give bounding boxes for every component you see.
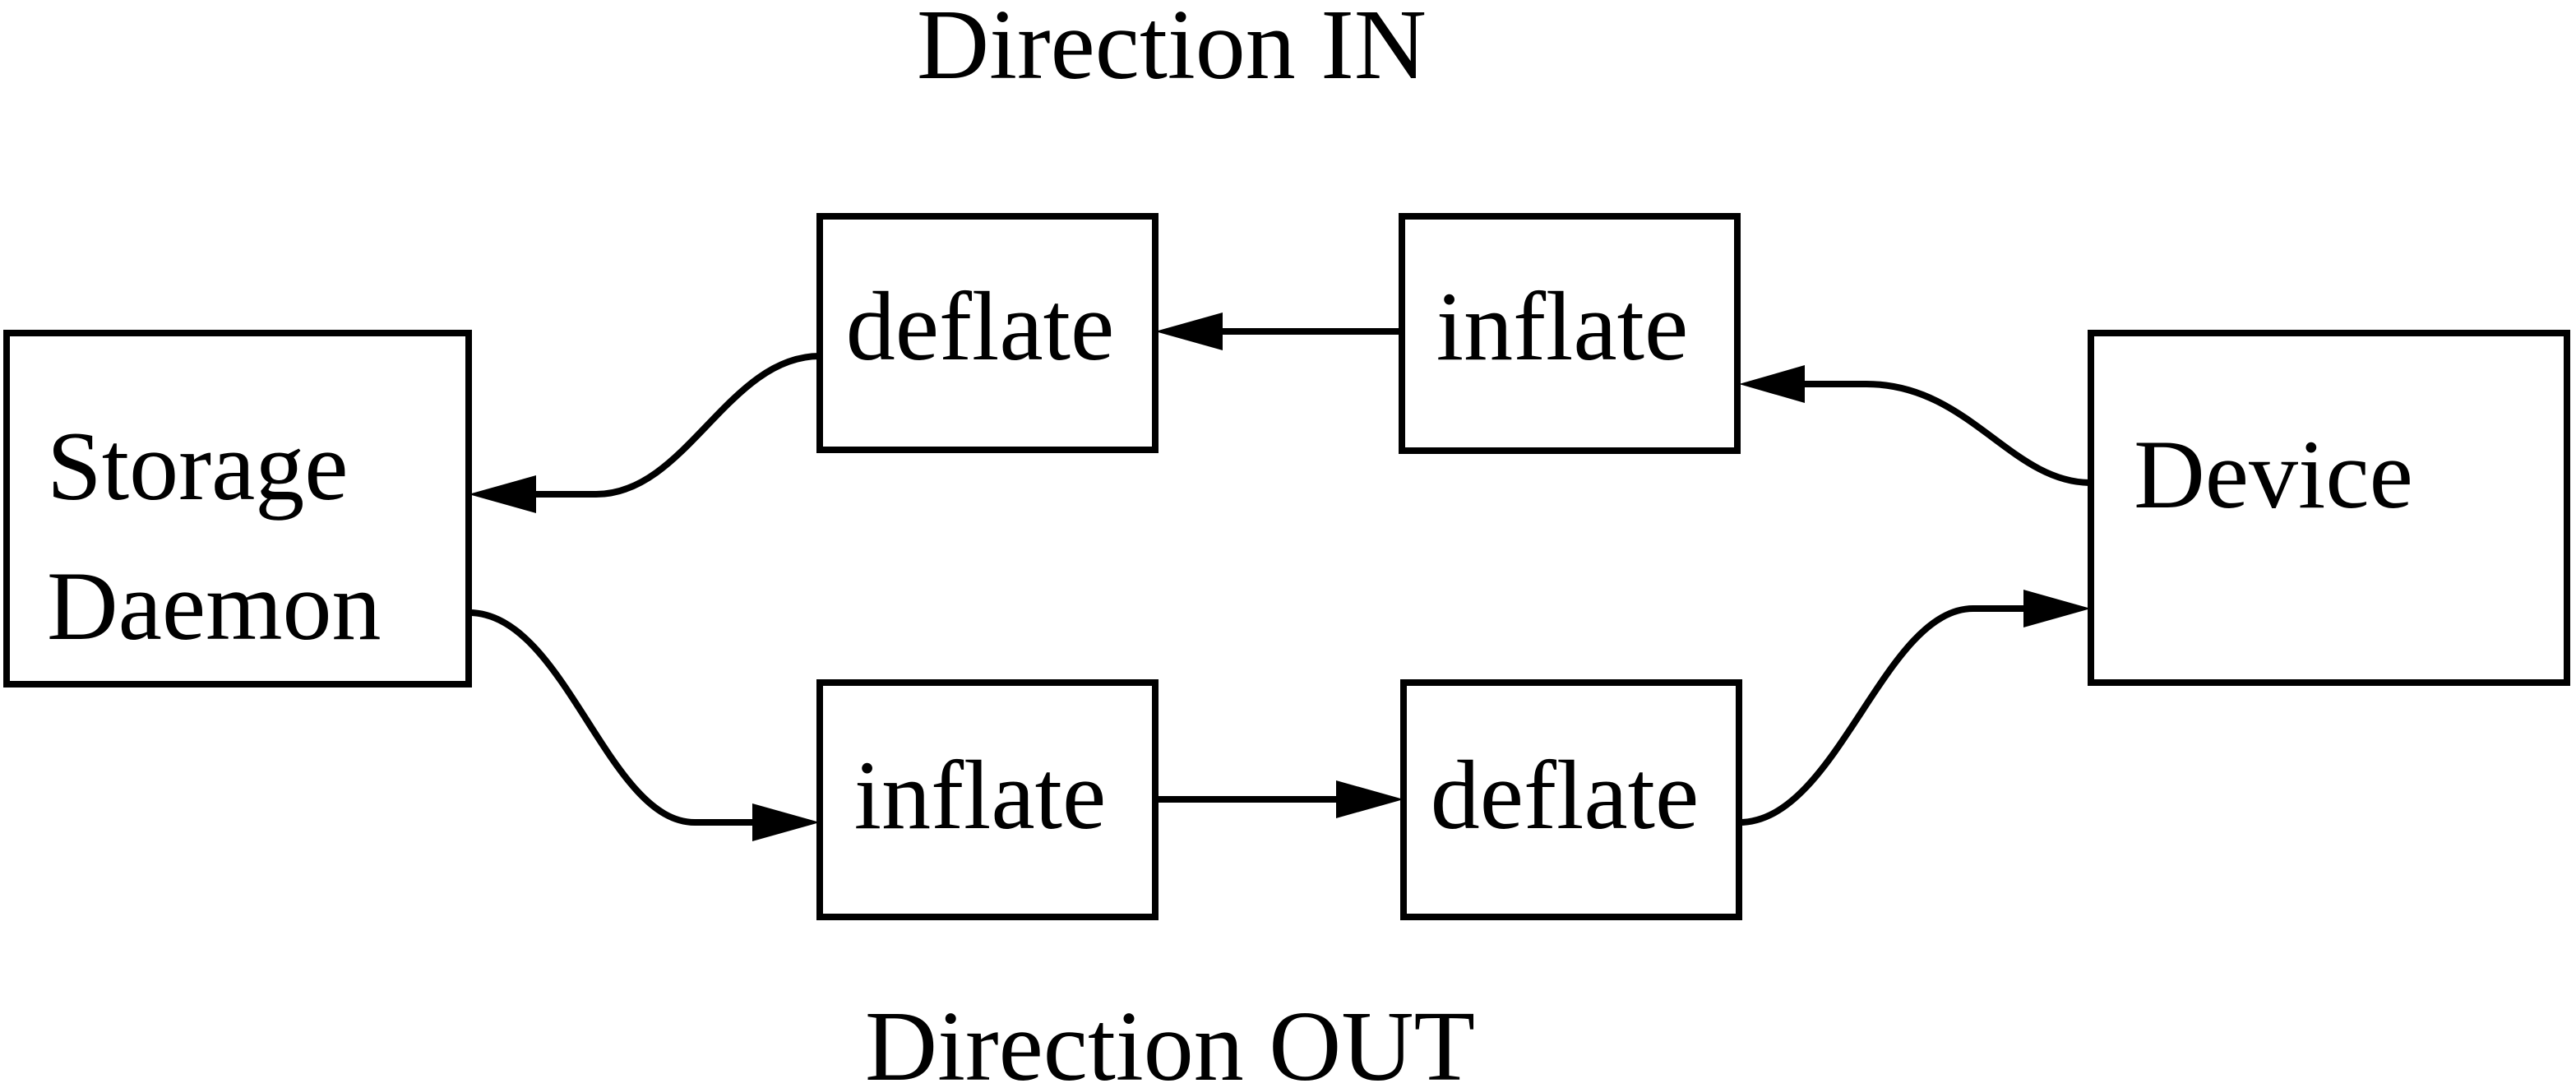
device-box bbox=[2088, 330, 2570, 686]
edge-inflate-out-to-deflate-out bbox=[1155, 780, 1404, 818]
arrowhead-into-inflate-out-icon bbox=[752, 803, 820, 841]
inflate-in-label: inflate bbox=[1436, 271, 1689, 381]
node-deflate-out: deflate bbox=[1400, 679, 1742, 920]
edge-deflate-in-to-storage-daemon bbox=[469, 353, 821, 513]
arrowhead-into-storage-daemon-icon bbox=[469, 475, 536, 513]
edge-inflate-in-to-deflate-in bbox=[1155, 313, 1402, 350]
edge-deflate-in-to-storage-daemon-line bbox=[536, 353, 821, 498]
arrowhead-into-deflate-out-icon bbox=[1336, 780, 1404, 818]
deflate-in-box bbox=[816, 213, 1159, 453]
edge-deflate-out-to-device-line bbox=[1738, 605, 2023, 826]
inflate-in-box bbox=[1399, 213, 1741, 454]
arrowhead-into-device-icon bbox=[2023, 590, 2091, 627]
title-direction-in: Direction IN bbox=[917, 0, 1427, 100]
inflate-out-label: inflate bbox=[854, 740, 1107, 850]
edge-storage-daemon-to-inflate-out-line bbox=[468, 609, 752, 826]
node-inflate-in: inflate bbox=[1399, 213, 1741, 454]
edge-storage-daemon-to-inflate-out bbox=[468, 609, 820, 841]
storage-daemon-label-line2: Daemon bbox=[47, 551, 382, 660]
storage-daemon-label-line1: Storage bbox=[47, 411, 349, 521]
node-deflate-in: deflate bbox=[816, 213, 1159, 453]
arrowhead-into-deflate-in-icon bbox=[1155, 313, 1223, 350]
deflate-in-label: deflate bbox=[846, 271, 1114, 381]
node-inflate-out: inflate bbox=[816, 679, 1159, 920]
deflate-out-label: deflate bbox=[1431, 740, 1699, 850]
edge-device-to-inflate-in-line bbox=[1805, 381, 2092, 486]
deflate-out-box bbox=[1400, 679, 1742, 920]
arrowhead-into-inflate-in-icon bbox=[1739, 365, 1805, 403]
storage-daemon-box bbox=[3, 330, 472, 688]
node-device: Device bbox=[2088, 330, 2570, 686]
edge-device-to-inflate-in bbox=[1739, 365, 2092, 486]
inflate-out-box bbox=[816, 679, 1159, 920]
title-direction-out: Direction OUT bbox=[865, 991, 1475, 1088]
node-storage-daemon: Storage Daemon bbox=[3, 330, 472, 688]
edge-deflate-out-to-device bbox=[1738, 590, 2091, 826]
device-label: Device bbox=[2134, 419, 2413, 529]
